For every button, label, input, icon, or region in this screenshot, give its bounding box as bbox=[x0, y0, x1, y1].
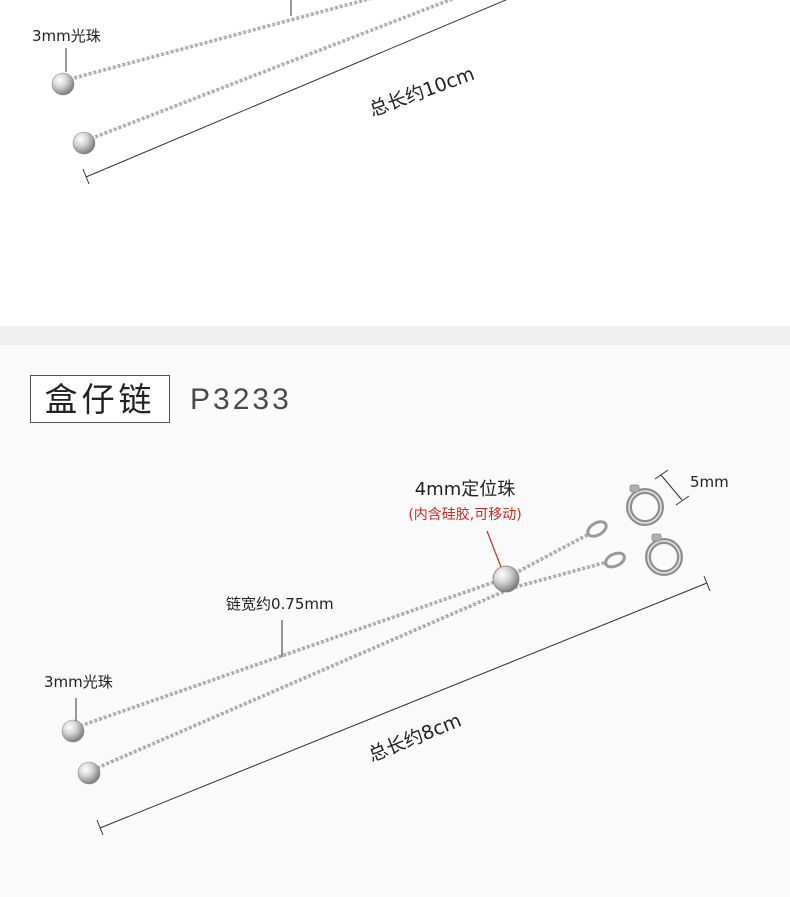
product-title: 盒仔链 bbox=[44, 379, 156, 419]
box-chain-section: 4mm定位珠 (内含硅胶,可移动) 5mm 链宽约0.75mm 3mm光珠 bbox=[0, 345, 790, 897]
length-dimension-line bbox=[82, 0, 508, 185]
end-ball-1 bbox=[51, 72, 75, 96]
total-length-label: 总长约10cm bbox=[366, 63, 477, 121]
box-chain-illustration: 4mm定位珠 (内含硅胶,可移动) 5mm 链宽约0.75mm 3mm光珠 bbox=[44, 469, 729, 836]
section-divider bbox=[0, 326, 790, 345]
cable-chain-illustration: 3mm光珠 总长约10cm bbox=[32, 0, 508, 185]
end-ball-2 bbox=[72, 131, 96, 155]
positioning-bead bbox=[492, 565, 520, 593]
total-length-label: 总长约8cm bbox=[365, 709, 464, 766]
chain-strand-lower bbox=[96, 560, 608, 770]
jump-ring-lower bbox=[604, 551, 626, 569]
chain-strand-2 bbox=[94, 0, 455, 139]
chain-width-label: 链宽约0.75mm bbox=[226, 595, 334, 613]
chain-strand-1 bbox=[73, 0, 372, 80]
ball-size-label: 3mm光珠 bbox=[44, 673, 113, 691]
clasp-size-label: 5mm bbox=[690, 473, 729, 491]
product-code: P3233 bbox=[190, 383, 292, 416]
spring-clasp-lower bbox=[645, 533, 683, 576]
clasp-size-bracket bbox=[654, 469, 690, 506]
chain-strand-upper bbox=[79, 532, 590, 728]
ball-size-label: 3mm光珠 bbox=[32, 27, 101, 45]
bead-pointer-line bbox=[486, 530, 502, 568]
product-title-box: 盒仔链 bbox=[30, 375, 170, 423]
bead-note-label: (内含硅胶,可移动) bbox=[408, 506, 521, 523]
bead-size-label: 4mm定位珠 bbox=[415, 479, 516, 500]
cable-chain-section: 3mm光珠 总长约10cm bbox=[0, 0, 790, 326]
spring-clasp-upper bbox=[626, 484, 664, 526]
end-ball-2 bbox=[77, 761, 101, 785]
end-ball-1 bbox=[61, 719, 85, 743]
length-dimension-line bbox=[96, 575, 711, 836]
jump-ring-upper bbox=[586, 520, 608, 538]
